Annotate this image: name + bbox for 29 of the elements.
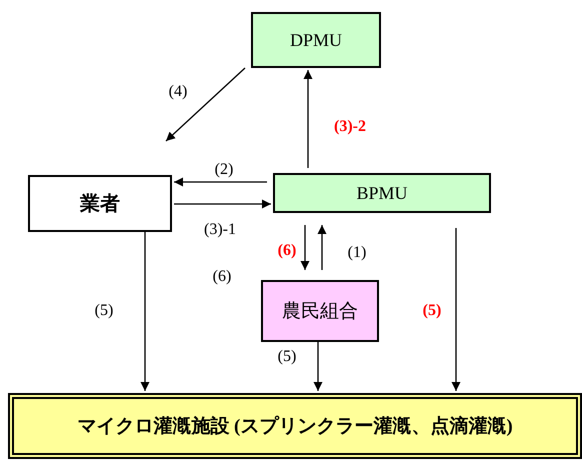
arrow bbox=[174, 178, 267, 186]
node-text: DPMU bbox=[290, 30, 342, 50]
arrow bbox=[174, 200, 271, 208]
process-box bbox=[28, 175, 172, 232]
edge-label: (6) bbox=[278, 242, 296, 260]
arrow bbox=[318, 225, 326, 270]
arrow bbox=[452, 228, 460, 391]
edge-label: (1) bbox=[348, 244, 366, 262]
node-text: 農民組合 bbox=[282, 300, 358, 324]
arrow bbox=[140, 232, 150, 391]
arrow bbox=[304, 70, 312, 168]
process-box bbox=[261, 280, 379, 342]
arrow bbox=[314, 342, 322, 391]
process-box bbox=[251, 12, 381, 68]
edge-label: (3)-2 bbox=[334, 118, 366, 136]
edge-label: (5) bbox=[278, 348, 296, 366]
process-box bbox=[273, 173, 491, 213]
edge-label: (3)-1 bbox=[204, 221, 236, 239]
edge-label: (4) bbox=[168, 83, 188, 101]
node-text: マイクロ灌漑施設 (スプリンクラー灌漑、点滴灌漑) bbox=[77, 414, 513, 439]
node-text: BPMU bbox=[356, 182, 408, 204]
step-label: (6) bbox=[212, 268, 232, 286]
edge-label: (2) bbox=[214, 161, 234, 179]
facility-box bbox=[8, 393, 582, 459]
edge-label: (5) bbox=[422, 302, 442, 320]
arrow bbox=[166, 68, 246, 142]
edge-label: (5) bbox=[94, 302, 114, 320]
node-text: 業者 bbox=[80, 192, 120, 217]
arrow bbox=[300, 225, 310, 270]
